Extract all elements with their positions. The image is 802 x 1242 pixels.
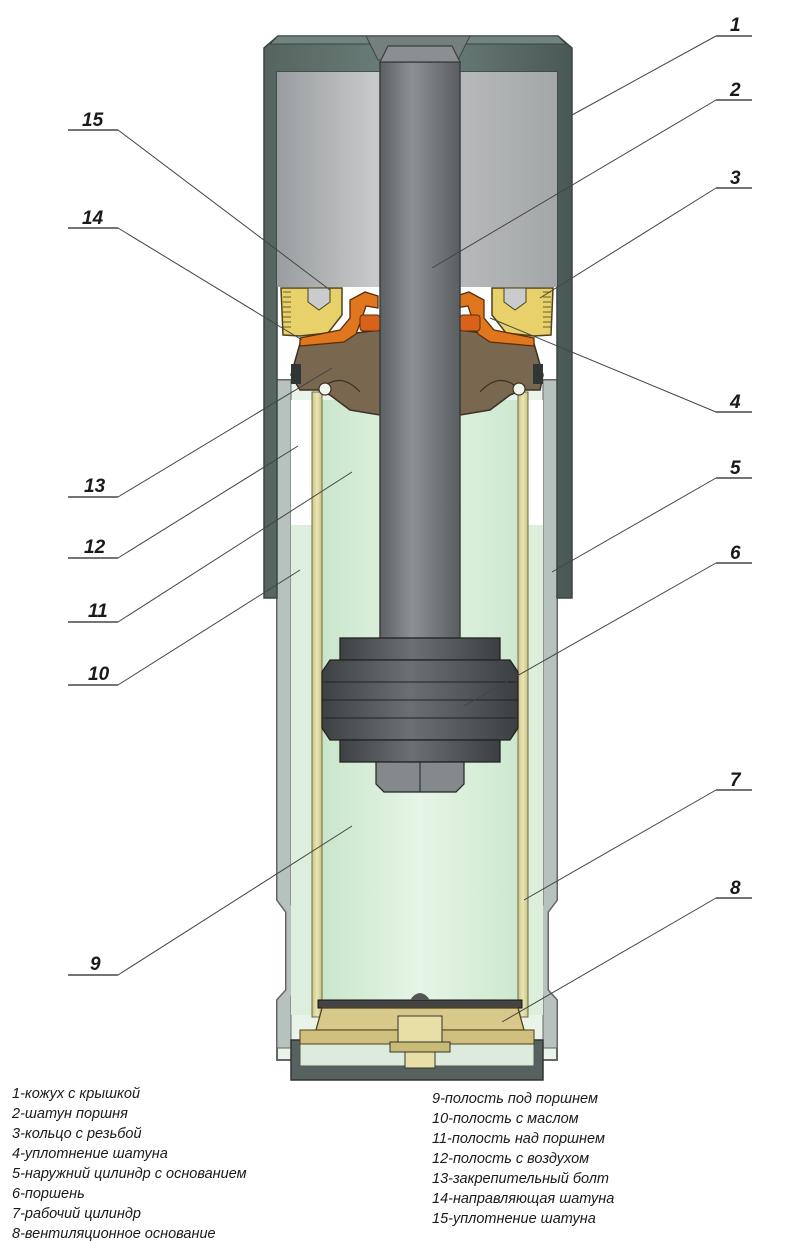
- vent-base: [299, 993, 535, 1069]
- legend-item-5: 5-наружний цилиндр с основанием: [12, 1166, 247, 1182]
- legend-item-8: 8-вентиляционное основание: [12, 1226, 216, 1242]
- legend-item-15: 15-уплотнение шатуна: [432, 1211, 596, 1227]
- legend-item-14: 14-направляющая шатуна: [432, 1191, 615, 1207]
- legend-item-10: 10-полость с маслом: [432, 1111, 579, 1127]
- air-cavity-right: [527, 400, 543, 525]
- callout-11: 11: [88, 601, 108, 622]
- callout-2: 2: [729, 80, 741, 101]
- rod-seal-inner-right: [459, 314, 481, 332]
- oil-cavity-right: [527, 525, 543, 1015]
- callout-9: 9: [90, 954, 101, 975]
- legend-item-2: 2-шатун поршня: [12, 1106, 128, 1122]
- callout-3: 3: [730, 168, 741, 189]
- legend-item-11: 11-полость над поршнем: [432, 1131, 605, 1147]
- working-cylinder-wall-left: [311, 391, 323, 1018]
- callout-4: 4: [729, 392, 741, 413]
- callout-8: 8: [730, 878, 741, 899]
- legend-right: 9-полость под поршнем 10-полость с масло…: [432, 1089, 614, 1229]
- legend-item-6: 6-поршень: [12, 1186, 85, 1202]
- rod-seal-left: [299, 291, 379, 347]
- callout-15: 15: [82, 110, 104, 131]
- callout-6: 6: [730, 543, 741, 564]
- legend-item-12: 12-полость с воздухом: [432, 1151, 590, 1167]
- callout-7: 7: [730, 770, 742, 791]
- callout-1: 1: [730, 15, 741, 36]
- callout-14: 14: [82, 208, 104, 229]
- legend-item-1: 1-кожух с крышкой: [12, 1086, 141, 1102]
- legend-item-13: 13-закрепительный болт: [432, 1171, 609, 1187]
- legend-item-7: 7-рабочий цилиндр: [12, 1206, 141, 1222]
- callout-10: 10: [88, 664, 110, 685]
- legend-item-9: 9-полость под поршнем: [432, 1091, 598, 1107]
- rod-seal-inner-left: [359, 314, 381, 332]
- oil-cavity-left: [291, 525, 313, 1015]
- leader-lines: [68, 35, 752, 1023]
- legend-item-3: 3-кольцо с резьбой: [12, 1126, 142, 1142]
- air-cavity-left: [291, 400, 313, 525]
- piston-rod: [379, 61, 461, 653]
- callout-12: 12: [84, 537, 106, 558]
- legend-left: 1-кожух с крышкой 2-шатун поршня 3-кольц…: [12, 1084, 247, 1242]
- callout-13: 13: [84, 476, 106, 497]
- callout-5: 5: [730, 458, 741, 479]
- piston: [321, 637, 519, 793]
- legend-item-4: 4-уплотнение шатуна: [12, 1146, 168, 1162]
- working-cylinder-wall-right: [517, 391, 529, 1018]
